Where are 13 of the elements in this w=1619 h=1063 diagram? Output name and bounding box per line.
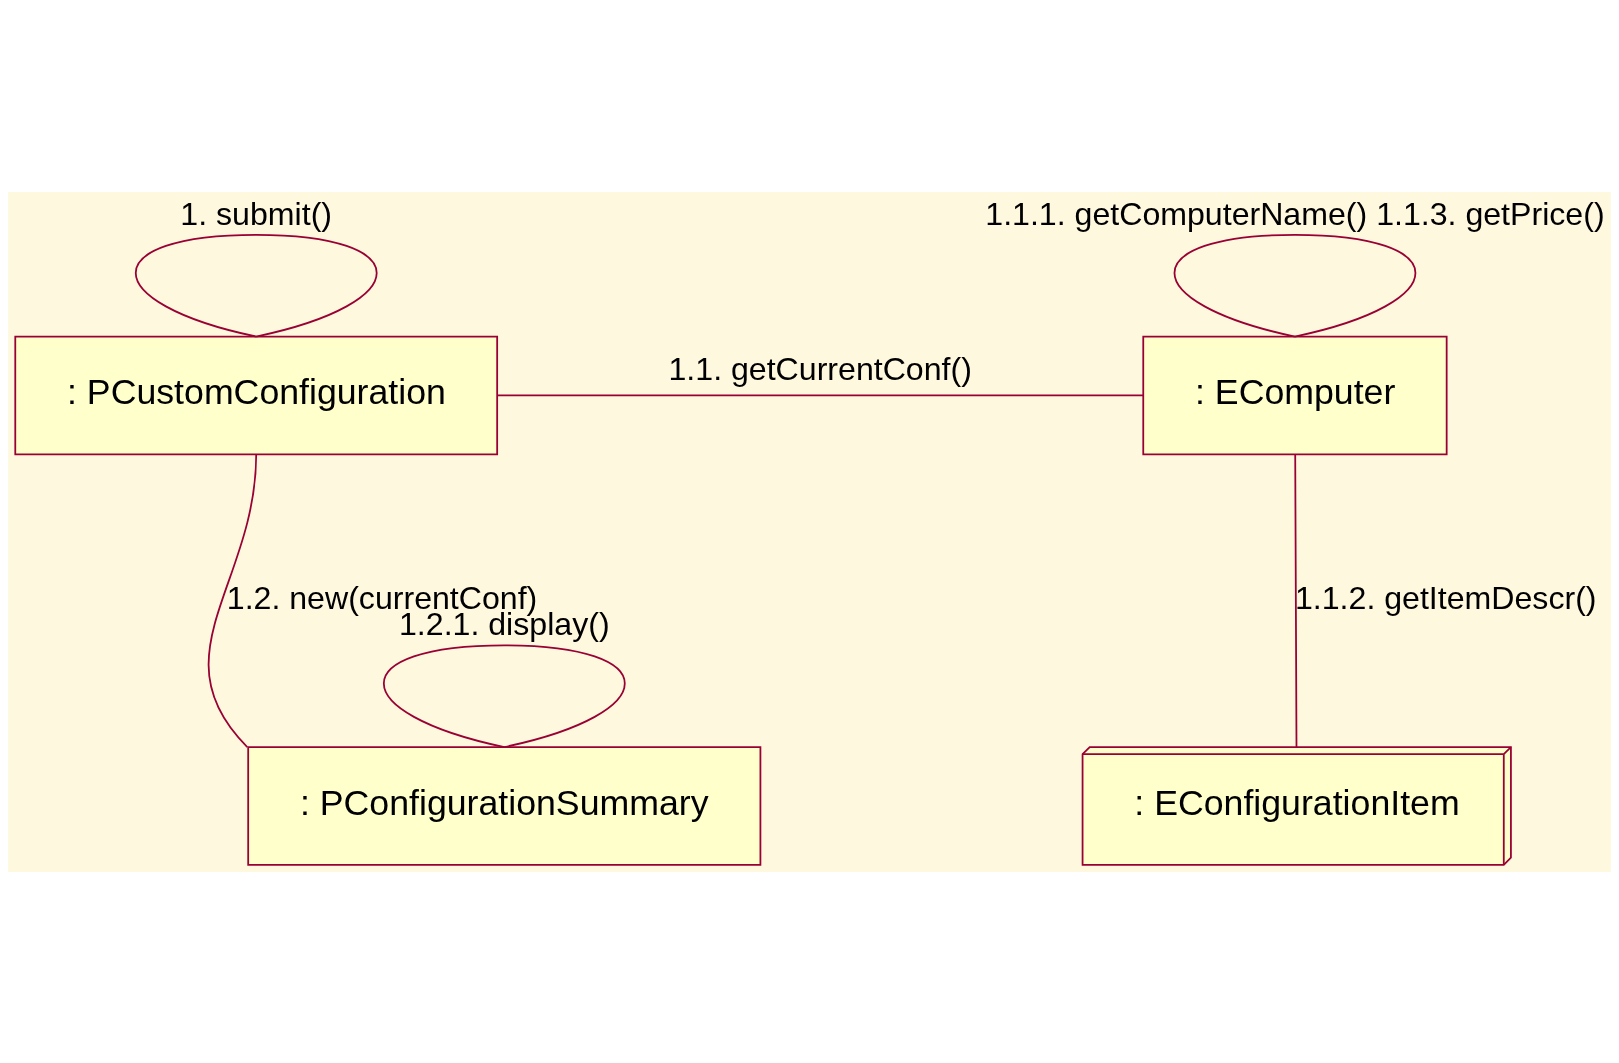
connector — [1294, 453, 1298, 748]
node-box: : EComputer — [1142, 335, 1448, 455]
node-box: : PConfigurationSummary — [247, 745, 762, 866]
connector — [207, 452, 258, 748]
edge-label: 1.1.1. getComputerName() 1.1.3. getPrice() — [985, 195, 1605, 232]
connector — [382, 643, 626, 748]
edge-label: 1.1.2. getItemDescr() — [1294, 579, 1597, 616]
edge-label: 1. submit() — [180, 195, 333, 232]
node-box: : PCustomConfiguration — [14, 335, 499, 455]
connector — [496, 394, 1145, 396]
connector — [1173, 233, 1417, 337]
connector — [134, 233, 378, 337]
edge-label: 1.1. getCurrentConf() — [668, 350, 972, 387]
